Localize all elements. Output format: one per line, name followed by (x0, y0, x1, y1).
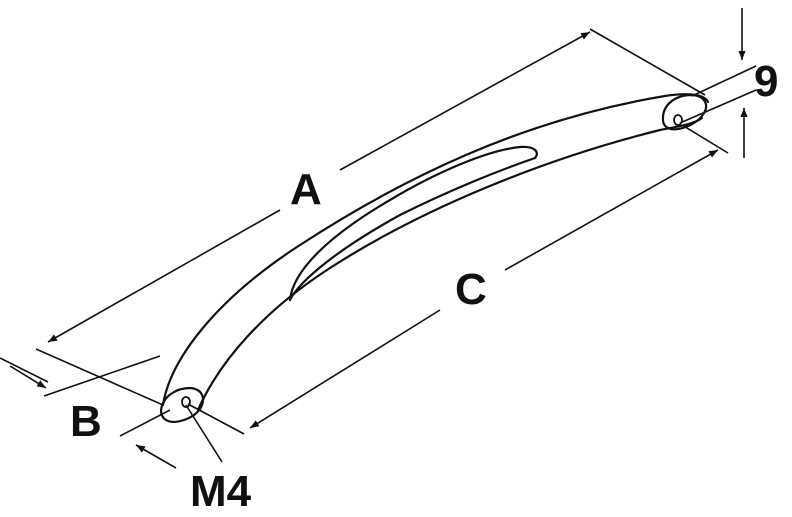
dim-a-line-lower (47, 209, 281, 343)
dim-c-ext-left (187, 403, 245, 435)
label-c: C (455, 265, 487, 314)
dim-c-line-upper (504, 149, 719, 271)
dim-9-ext-top (691, 65, 757, 97)
handle-body (159, 93, 710, 423)
dim-c-line-lower (249, 309, 441, 429)
label-b: B (70, 397, 102, 446)
dim-b-arrow-bottom (135, 444, 177, 469)
label-m4: M4 (190, 467, 252, 516)
dim-c-ext-right (681, 124, 729, 154)
screw-holes (181, 114, 683, 408)
dim-b-ext-end (119, 409, 171, 437)
m4-leader (185, 404, 223, 463)
dimension-9 (679, 8, 757, 158)
dim-b-ext-bottom (43, 355, 161, 397)
dim-a-ext-right (589, 28, 706, 96)
dimension-b (0, 355, 177, 469)
dim-b-arrow-top (9, 365, 47, 389)
label-a: A (290, 165, 322, 214)
dim-b-ext-top (0, 357, 49, 383)
label-9: 9 (754, 57, 778, 106)
dim-9-ext-bottom (679, 89, 757, 124)
dim-a-line-upper (339, 31, 591, 171)
dimension-a (35, 28, 706, 406)
dimension-c (187, 124, 729, 435)
